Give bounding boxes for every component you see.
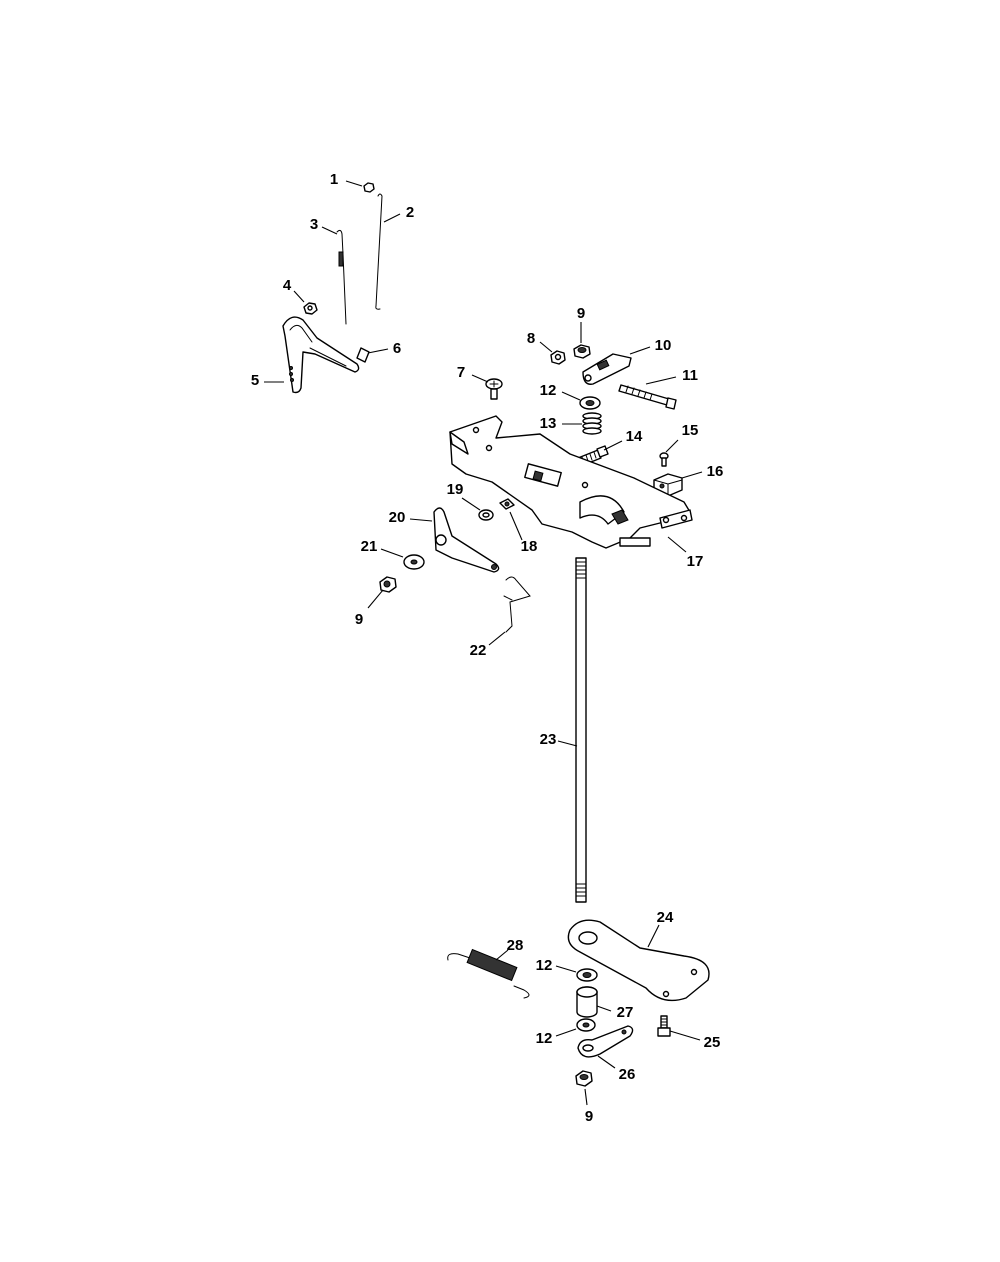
part-2-rod <box>375 193 383 310</box>
part-3-spring-link <box>336 229 347 325</box>
callout-7: 7 <box>457 364 465 381</box>
callout-10: 10 <box>655 337 672 354</box>
part-12-washer-lower <box>576 1018 596 1032</box>
part-19-washer <box>478 509 494 521</box>
part-9-nut-top <box>573 344 591 359</box>
part-4-nut <box>303 302 318 315</box>
part-7-screw <box>485 378 503 400</box>
callout-19: 19 <box>447 481 464 498</box>
part-9-nut-bottom <box>575 1070 593 1087</box>
part-8-nut <box>550 350 566 365</box>
part-15-screw <box>659 452 669 467</box>
callout-20: 20 <box>389 509 406 526</box>
part-12-washer-top <box>579 396 601 410</box>
callout-15: 15 <box>682 422 699 439</box>
callout-11: 11 <box>682 367 698 384</box>
part-27-spacer <box>576 986 598 1018</box>
callout-25: 25 <box>704 1034 721 1051</box>
callout-9a: 9 <box>577 305 585 322</box>
part-28-spring <box>447 948 530 999</box>
callout-28: 28 <box>507 937 524 954</box>
callout-4: 4 <box>283 277 292 294</box>
part-24-lower-plate <box>567 919 710 1002</box>
callout-8: 8 <box>527 330 535 347</box>
part-5-bracket <box>282 316 360 394</box>
callout-17: 17 <box>687 553 704 570</box>
part-25-bolt <box>657 1015 671 1037</box>
callout-13: 13 <box>540 415 557 432</box>
callout-6: 6 <box>393 340 401 357</box>
part-23-long-rod <box>575 557 587 903</box>
part-17-main-bracket <box>449 415 693 549</box>
callout-labels: 1 2 3 4 5 6 7 8 9 10 11 12 13 14 15 16 1… <box>251 171 724 1125</box>
part-1-nut <box>363 182 375 193</box>
callout-12a: 12 <box>540 382 557 399</box>
part-26-lever <box>577 1025 634 1058</box>
callout-18: 18 <box>521 538 538 555</box>
callout-3: 3 <box>310 216 318 233</box>
callout-12b: 12 <box>536 957 553 974</box>
part-20-lever-arm <box>433 507 500 573</box>
part-21-washer <box>403 554 425 570</box>
callout-9b: 9 <box>355 611 363 628</box>
callout-21: 21 <box>361 538 378 555</box>
callout-26: 26 <box>619 1066 636 1083</box>
leader-lines <box>264 180 703 1106</box>
callout-9c: 9 <box>585 1108 593 1125</box>
callout-5: 5 <box>251 372 259 389</box>
callout-16: 16 <box>707 463 724 480</box>
part-13-spring <box>582 412 602 435</box>
callout-1: 1 <box>330 171 338 188</box>
callout-22: 22 <box>470 642 487 659</box>
part-10-lever-plate <box>582 353 632 385</box>
callout-2: 2 <box>406 204 414 221</box>
part-9-nut-middle <box>379 576 397 593</box>
callout-23: 23 <box>540 731 557 748</box>
part-6-clip <box>356 347 370 363</box>
callout-27: 27 <box>617 1004 634 1021</box>
callout-24: 24 <box>657 909 674 926</box>
part-12-washer-middle <box>576 968 598 982</box>
part-22-wire-hook <box>503 576 531 633</box>
callout-14: 14 <box>626 428 643 445</box>
part-18-square-nut <box>499 498 515 510</box>
callout-12c: 12 <box>536 1030 553 1047</box>
part-11-bolt <box>618 384 677 410</box>
